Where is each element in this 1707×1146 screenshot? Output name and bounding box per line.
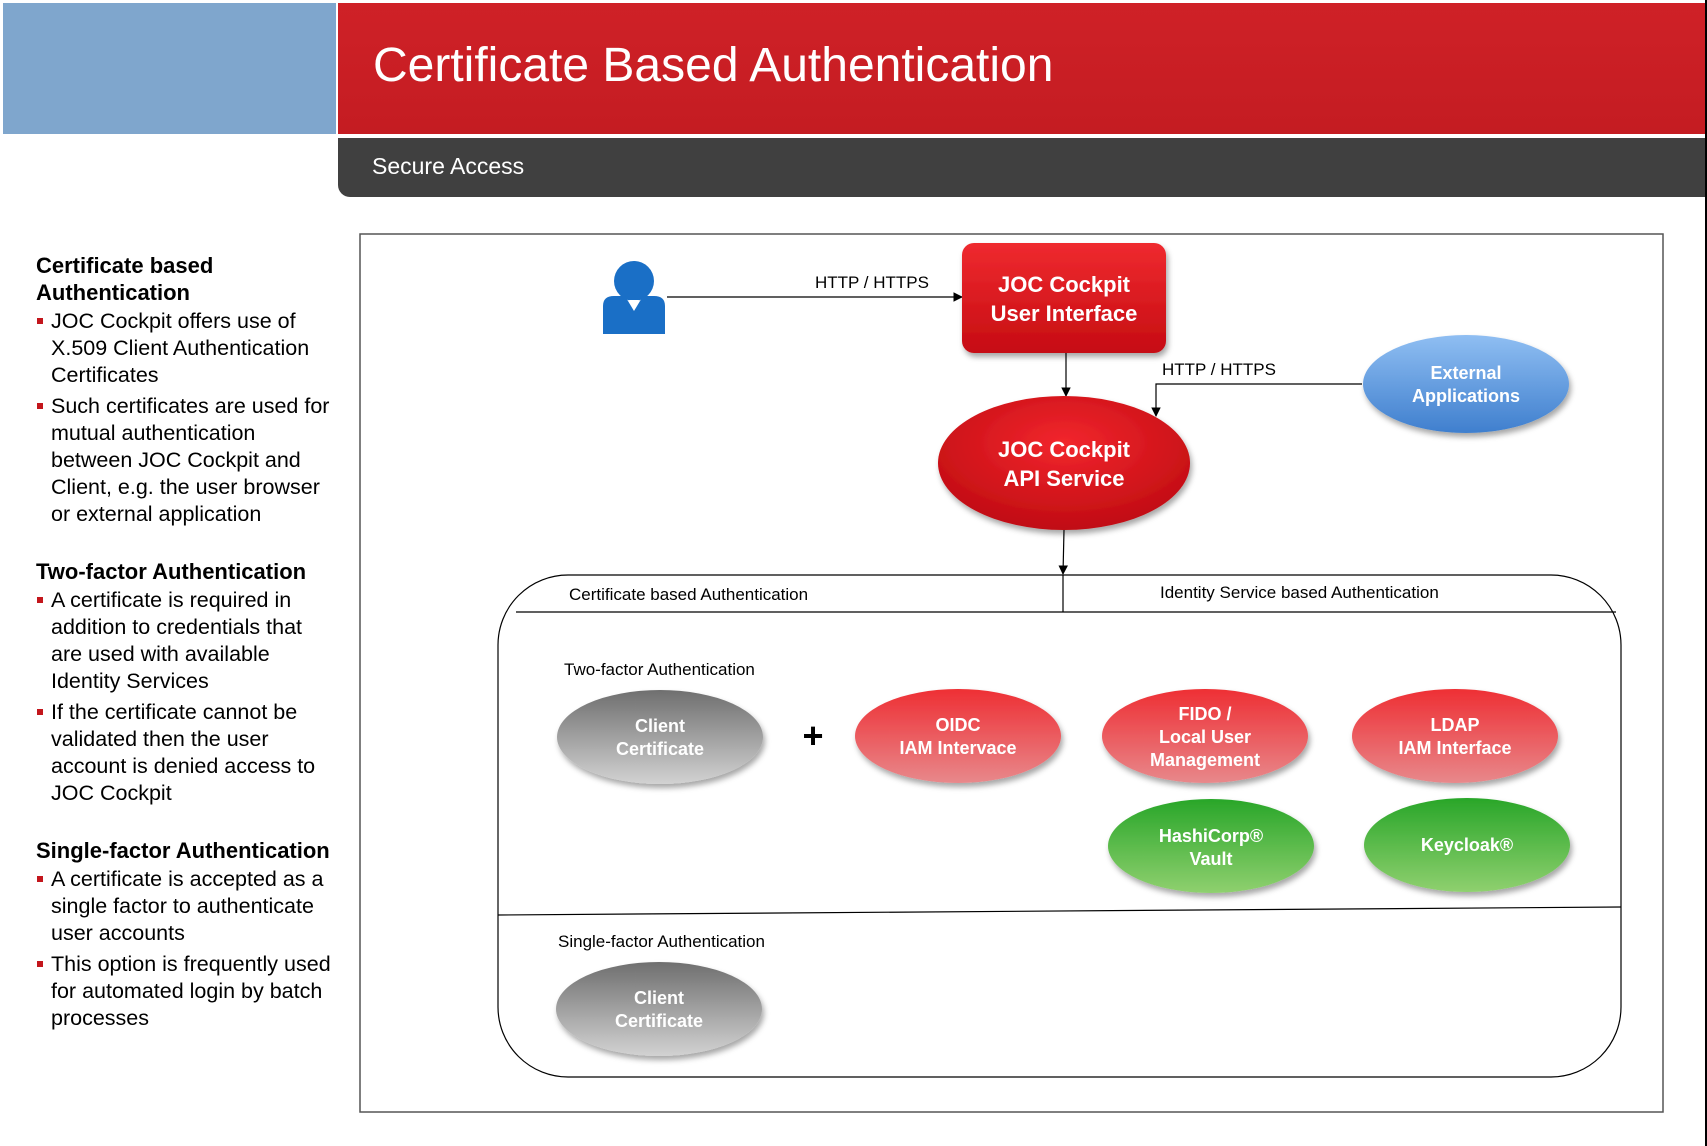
node-external-label-2: Applications <box>1412 386 1520 406</box>
section-label-single-factor: Single-factor Authentication <box>558 932 765 951</box>
node-hashicorp-label-2: Vault <box>1189 849 1232 869</box>
node-ldap <box>1352 689 1558 783</box>
bullet-line: A certificate is required in <box>51 588 292 612</box>
bullet-line: If the certificate cannot be <box>51 700 298 724</box>
bullet-list: JOC Cockpit offers use of X.509 Client Au… <box>36 308 356 528</box>
bullet-line: Such certificates are used for <box>51 394 330 418</box>
node-oidc-label-1: OIDC <box>936 715 981 735</box>
node-joc-ui-label-1: JOC Cockpit <box>998 272 1131 297</box>
bullet-item: A certificate is required in addition to … <box>36 587 356 695</box>
bullet-list: A certificate is required in addition to … <box>36 587 356 807</box>
plus-sign: + <box>802 715 823 756</box>
node-fido-label-1: FIDO / <box>1179 704 1232 724</box>
node-client-cert-1fa-label-1: Client <box>634 988 684 1008</box>
node-client-cert-2fa-label-2: Certificate <box>616 739 704 759</box>
title-bar <box>338 3 1705 134</box>
bullet-item: Such certificates are used for mutual aut… <box>36 393 356 528</box>
bullet-line: A certificate is accepted as a <box>51 867 324 891</box>
bullet-line: for automated login by batch <box>51 979 323 1003</box>
bullet-item: If the certificate cannot be validated th… <box>36 699 356 807</box>
subtitle-bar <box>338 138 1705 197</box>
node-oidc <box>855 689 1061 783</box>
node-joc-api-label-1: JOC Cockpit <box>998 437 1131 462</box>
node-client-cert-1fa-label-2: Certificate <box>615 1011 703 1031</box>
bullet-line: Identity Services <box>51 669 209 693</box>
user-icon <box>603 261 665 334</box>
bullet-line: This option is frequently used <box>51 952 331 976</box>
node-ldap-label-2: IAM Interface <box>1398 738 1511 758</box>
node-client-certificate-2fa <box>557 690 763 784</box>
node-keycloak-label: Keycloak® <box>1421 835 1513 855</box>
section-title-line: Two-factor Authentication <box>36 559 307 584</box>
node-hashicorp-label-1: HashiCorp® <box>1159 826 1263 846</box>
section-divider <box>497 906 1622 916</box>
bullet-line: user accounts <box>51 921 185 945</box>
bullet-line: Client, e.g. the user browser <box>51 475 320 499</box>
node-fido <box>1102 689 1308 783</box>
node-client-cert-2fa-label-1: Client <box>635 716 685 736</box>
bullet-line: are used with available <box>51 642 270 666</box>
bullet-line: or external application <box>51 502 262 526</box>
node-client-certificate-1fa <box>556 962 762 1056</box>
section-title-line: Authentication <box>36 280 190 305</box>
section-title-line: Certificate based <box>36 253 214 278</box>
column-header-certificate: Certificate based Authentication <box>569 585 808 604</box>
bullet-line: Certificates <box>51 363 159 387</box>
bullet-line: JOC Cockpit <box>51 781 172 805</box>
node-external-applications <box>1363 335 1569 433</box>
bullet-line: between JOC Cockpit and <box>51 448 301 472</box>
bullet-line: X.509 Client Authentication <box>51 336 310 360</box>
section-title-line: Single-factor Authentication <box>36 838 330 863</box>
section-title: Single-factor Authentication <box>36 837 356 864</box>
bullet-line: JOC Cockpit offers use of <box>51 309 296 333</box>
column-header-identity-service: Identity Service based Authentication <box>1160 583 1439 602</box>
edge-external-to-api <box>1151 383 1362 417</box>
node-hashicorp-vault <box>1108 799 1314 893</box>
node-joc-ui-label-2: User Interface <box>991 301 1138 326</box>
node-joc-api-label-2: API Service <box>1003 466 1124 491</box>
bullet-line: mutual authentication <box>51 421 256 445</box>
bullet-line: addition to credentials that <box>51 615 302 639</box>
node-keycloak <box>1364 798 1570 892</box>
bullet-line: validated then the user <box>51 727 269 751</box>
page-title: Certificate Based Authentication <box>373 39 1054 92</box>
auth-container <box>497 574 1622 1078</box>
node-external-label-1: External <box>1430 363 1501 383</box>
bullet-item: A certificate is accepted as a single fac… <box>36 866 356 947</box>
section-label-two-factor: Two-factor Authentication <box>564 660 755 679</box>
node-fido-label-2: Local User <box>1159 727 1251 747</box>
edge-label-user-to-ui: HTTP / HTTPS <box>815 273 929 292</box>
bullet-list: A certificate is accepted as a single fac… <box>36 866 356 1032</box>
node-fido-label-3: Management <box>1150 750 1260 770</box>
bullet-line: processes <box>51 1006 149 1030</box>
bullet-item: JOC Cockpit offers use of X.509 Client Au… <box>36 308 356 389</box>
node-joc-ui <box>962 243 1166 353</box>
node-oidc-label-2: IAM Intervace <box>899 738 1016 758</box>
bullet-line: account is denied access to <box>51 754 316 778</box>
edge-api-to-auth <box>1058 529 1068 575</box>
edge-label-external-to-api: HTTP / HTTPS <box>1162 360 1276 379</box>
header-accent-block <box>3 3 336 134</box>
section-title: Two-factor Authentication <box>36 558 356 585</box>
page-subtitle: Secure Access <box>372 153 525 179</box>
node-joc-api <box>938 396 1190 530</box>
bullet-line: single factor to authenticate <box>51 894 314 918</box>
bullet-item: This option is frequently used for automa… <box>36 951 356 1032</box>
node-ldap-label-1: LDAP <box>1431 715 1480 735</box>
